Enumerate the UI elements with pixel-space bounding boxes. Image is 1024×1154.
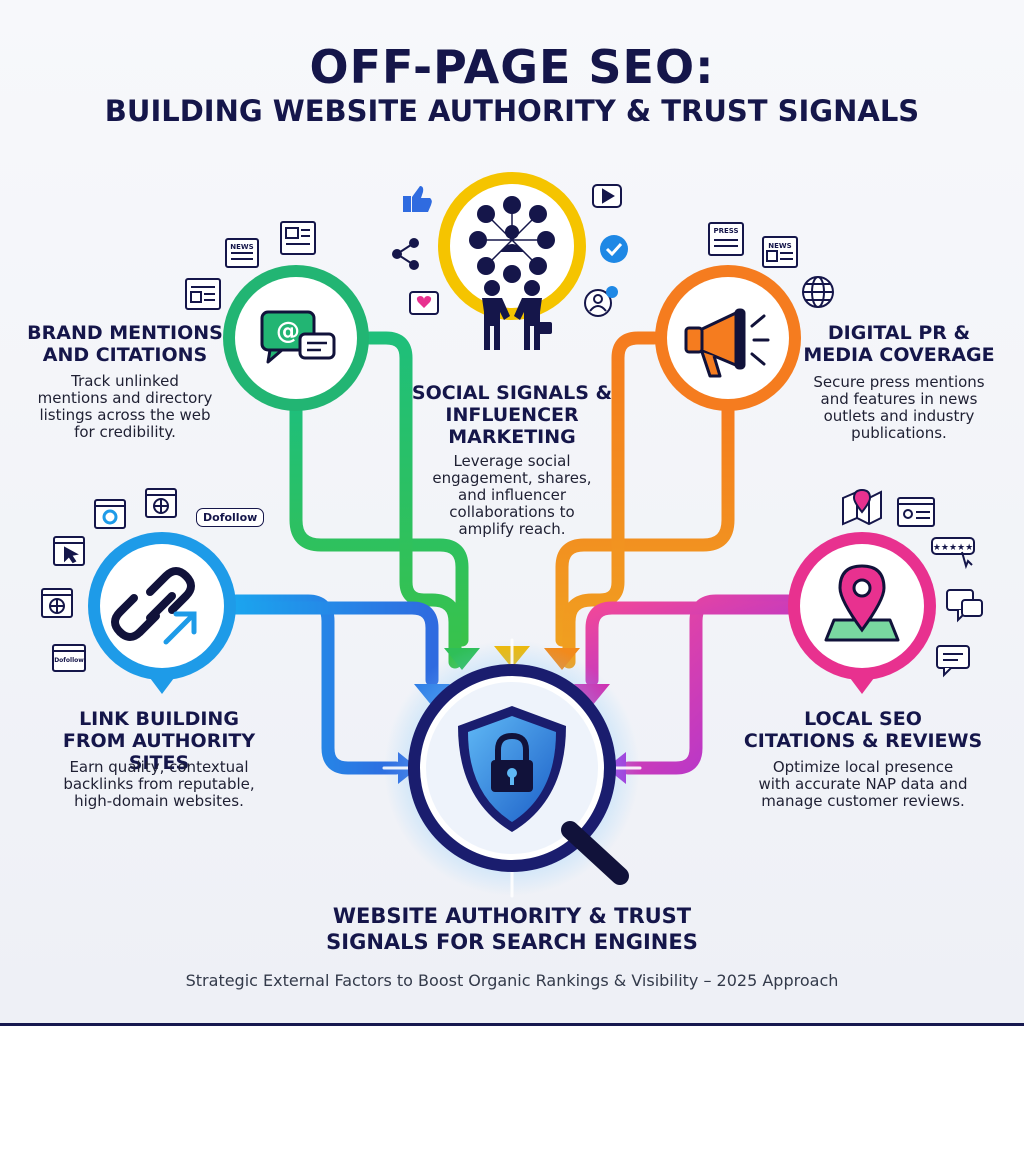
title-line: SOCIAL SIGNALS & bbox=[411, 382, 613, 404]
pipe-links-2 bbox=[229, 601, 439, 687]
link-building-description: Earn quality, contextual backlinks from … bbox=[38, 759, 280, 810]
decor-icons bbox=[41, 184, 983, 678]
digital-pr-title: DIGITAL PR & MEDIA COVERAGE bbox=[798, 322, 1000, 366]
map-icon bbox=[842, 488, 882, 526]
handshake-people-icon bbox=[482, 280, 552, 350]
pipe-brand-2 bbox=[363, 331, 462, 669]
press-newspaper-icon bbox=[708, 222, 744, 256]
connector-pipes bbox=[229, 331, 797, 775]
press-tag: PRESS bbox=[713, 227, 738, 235]
desc-line: manage customer reviews. bbox=[761, 792, 965, 810]
node-social-signals bbox=[438, 172, 586, 350]
digital-pr-description: Secure press mentions and features in ne… bbox=[798, 374, 1000, 442]
svg-text:@: @ bbox=[276, 317, 300, 345]
title-line: AND CITATIONS bbox=[42, 344, 208, 366]
title-line: LINK BUILDING bbox=[79, 708, 239, 730]
newspaper-icon bbox=[225, 238, 259, 268]
profile-card-icon bbox=[897, 497, 935, 527]
newspaper-icon bbox=[762, 236, 798, 268]
desc-line: publications. bbox=[851, 424, 947, 442]
node-digital-pr bbox=[655, 265, 801, 411]
share-icon bbox=[392, 238, 419, 270]
browser-cursor-icon bbox=[53, 536, 85, 566]
bottom-divider bbox=[0, 1023, 1024, 1026]
title-line: MARKETING bbox=[448, 426, 576, 448]
chat-bubbles-icon bbox=[946, 589, 983, 623]
node-local-seo bbox=[788, 532, 936, 694]
desc-line: Track unlinked bbox=[71, 372, 179, 390]
desc-line: Earn quality, contextual bbox=[69, 758, 249, 776]
browser-globe-icon bbox=[145, 488, 177, 518]
title-line: MEDIA COVERAGE bbox=[803, 344, 995, 366]
diagram-svg: @ bbox=[41, 172, 983, 898]
social-signals-title: SOCIAL SIGNALS & INFLUENCER MARKETING bbox=[402, 382, 622, 448]
chain-link-icon bbox=[111, 567, 195, 641]
map-pin-icon bbox=[824, 564, 900, 642]
chat-lines-icon bbox=[936, 645, 970, 678]
center-hub-title: WEBSITE AUTHORITY & TRUST SIGNALS FOR SE… bbox=[262, 903, 762, 955]
title-line: CITATIONS & REVIEWS bbox=[743, 730, 983, 752]
desc-line: for credibility. bbox=[74, 423, 176, 441]
page-title: OFF-PAGE SEO: bbox=[309, 40, 715, 94]
rating-stars: ★★★★★ bbox=[933, 543, 973, 553]
newspaper-icon bbox=[185, 278, 221, 310]
desc-line: amplify reach. bbox=[458, 520, 566, 538]
user-check-icon bbox=[584, 286, 618, 317]
pipe-pr-1 bbox=[555, 403, 735, 647]
dofollow-browser-icon bbox=[52, 644, 86, 672]
node-brand-mentions: @ bbox=[223, 265, 369, 411]
desc-line: listings across the web bbox=[39, 406, 211, 424]
social-signals-description: Leverage social engagement, shares, and … bbox=[412, 453, 612, 538]
globe-icon bbox=[802, 276, 834, 308]
newspaper-icon bbox=[280, 221, 316, 255]
browser-edge-icon bbox=[94, 499, 126, 529]
news-tag-2: NEWS bbox=[768, 242, 791, 250]
center-hub bbox=[382, 638, 642, 898]
desc-line: Optimize local presence bbox=[772, 758, 954, 776]
local-seo-description: Optimize local presence with accurate NA… bbox=[732, 759, 994, 810]
title-line: FROM AUTHORITY SITES bbox=[62, 730, 256, 774]
desc-line: and influencer bbox=[458, 486, 566, 504]
title-line: DIGITAL PR & bbox=[827, 322, 971, 344]
title-line: LOCAL SEO bbox=[804, 708, 922, 730]
title-line: WEBSITE AUTHORITY & TRUST bbox=[332, 904, 692, 928]
verified-badge-icon bbox=[600, 235, 628, 263]
desc-line: Secure press mentions bbox=[813, 373, 985, 391]
title-line: BRAND MENTIONS bbox=[27, 322, 223, 344]
rating-box-icon bbox=[931, 537, 975, 570]
page-subtitle: BUILDING WEBSITE AUTHORITY & TRUST SIGNA… bbox=[104, 94, 920, 128]
chat-at-icon: @ bbox=[260, 310, 336, 364]
desc-line: and features in news bbox=[820, 390, 978, 408]
link-building-title: LINK BUILDING FROM AUTHORITY SITES bbox=[38, 708, 280, 774]
footer-caption: Strategic External Factors to Boost Orga… bbox=[185, 971, 839, 990]
desc-line: high-domain websites. bbox=[74, 792, 244, 810]
desc-line: outlets and industry bbox=[823, 407, 975, 425]
thumbs-up-icon bbox=[403, 186, 432, 212]
heart-chat-icon bbox=[409, 291, 439, 315]
title-line: SIGNALS FOR SEARCH ENGINES bbox=[326, 930, 698, 954]
dofollow-tag-small: Dofollow bbox=[54, 657, 84, 664]
play-video-icon bbox=[592, 184, 622, 208]
pipe-brand-1 bbox=[289, 403, 469, 647]
pipe-local-2 bbox=[585, 601, 797, 687]
dofollow-badge: Dofollow bbox=[196, 508, 265, 527]
title-line: INFLUENCER bbox=[445, 404, 579, 426]
news-tag-1: NEWS bbox=[230, 243, 253, 251]
desc-line: Leverage social bbox=[453, 452, 571, 470]
node-link-building bbox=[88, 532, 236, 694]
desc-line: engagement, shares, bbox=[432, 469, 592, 487]
brand-mentions-title: BRAND MENTIONS AND CITATIONS bbox=[20, 322, 230, 366]
local-seo-title: LOCAL SEO CITATIONS & REVIEWS bbox=[732, 708, 994, 752]
megaphone-icon bbox=[684, 308, 770, 378]
desc-line: with accurate NAP data and bbox=[758, 775, 968, 793]
brand-mentions-description: Track unlinked mentions and directory li… bbox=[20, 373, 230, 441]
desc-line: mentions and directory bbox=[37, 389, 213, 407]
pipe-pr-2 bbox=[562, 331, 661, 669]
desc-line: backlinks from reputable, bbox=[63, 775, 255, 793]
desc-line: collaborations to bbox=[449, 503, 575, 521]
browser-globe-icon bbox=[41, 588, 73, 618]
